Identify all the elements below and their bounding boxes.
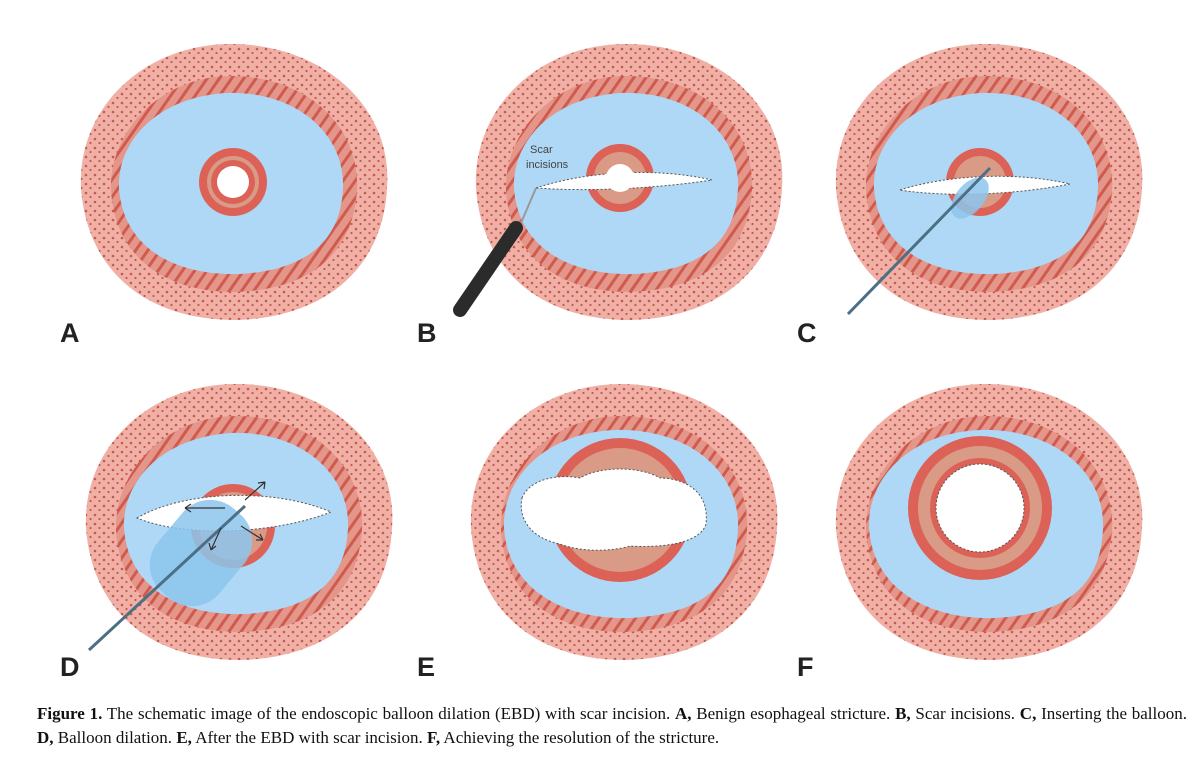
caption-e-text: After the EBD with scar incision.	[191, 728, 428, 747]
panel-b-illustration: Scar incisions	[453, 43, 783, 321]
panel-b: Scar incisions	[440, 38, 800, 328]
lumen	[606, 164, 634, 192]
panel-letter-f: F	[797, 652, 814, 682]
dilation-arrows	[184, 481, 266, 551]
caption-b-label: B,	[895, 704, 911, 723]
balloon-deflated	[951, 177, 989, 219]
panel-a-illustration	[80, 43, 388, 321]
lumen	[217, 166, 249, 198]
guide-wire	[846, 166, 992, 316]
panel-d-illustration	[85, 383, 393, 660]
knife-tip	[517, 187, 537, 231]
guide-wire	[87, 504, 247, 652]
panel-d	[75, 378, 415, 663]
endoscopic-knife	[453, 221, 523, 317]
caption-f-label: F,	[427, 728, 441, 747]
caption-f-text: Achieving the resolution of the strictur…	[440, 728, 720, 747]
panel-letter-b: B	[417, 318, 437, 348]
scar-incisions-label-line2: incisions	[526, 159, 569, 171]
figure-label: Figure 1.	[37, 704, 103, 723]
panel-letter-c: C	[797, 318, 817, 348]
lumen	[935, 463, 1025, 553]
panel-letter-e: E	[417, 652, 436, 682]
caption-c-label: C,	[1019, 704, 1037, 723]
panel-e-illustration	[470, 383, 778, 660]
panel-a	[75, 38, 395, 323]
caption-c-text: Inserting the balloon.	[1036, 704, 1187, 723]
widened-lumen	[520, 468, 707, 551]
caption-intro: The schematic image of the endoscopic ba…	[102, 704, 675, 723]
panel-f	[830, 378, 1160, 668]
panel-f-illustration	[835, 383, 1143, 660]
caption-b-text: Scar incisions.	[910, 704, 1020, 723]
panel-letter-d: D	[60, 652, 80, 682]
caption-a-label: A,	[674, 704, 692, 723]
balloon-inflated	[149, 499, 253, 607]
caption-a-text: Benign esophageal stricture.	[691, 704, 896, 723]
caption-d-label: D,	[37, 728, 54, 747]
panel-c-illustration	[835, 43, 1143, 321]
panel-e	[460, 378, 790, 668]
caption-e-label: E,	[176, 728, 192, 747]
figure-caption: Figure 1. The schematic image of the end…	[37, 702, 1187, 750]
caption-d-text: Balloon dilation.	[53, 728, 177, 747]
scar-incisions-label-line1: Scar	[530, 144, 553, 156]
panel-letter-a: A	[60, 318, 80, 348]
panel-c	[830, 38, 1160, 328]
